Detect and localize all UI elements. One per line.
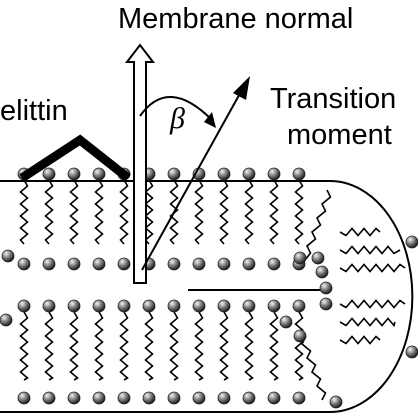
lipid-head — [142, 391, 156, 405]
lipid-head — [1, 249, 15, 263]
lipid-head — [117, 391, 131, 405]
lipid-head — [293, 329, 307, 343]
membrane-normal-arrow — [124, 43, 156, 284]
lipid-tail — [244, 311, 254, 381]
lipid-head — [42, 299, 56, 313]
lipid-head — [319, 297, 333, 311]
lipid-head — [192, 391, 206, 405]
lipid-tail — [339, 317, 396, 328]
lipid-head — [293, 251, 307, 265]
lipid-head — [217, 299, 231, 313]
melittin-peptide — [19, 134, 131, 182]
lipid-tail — [69, 179, 79, 245]
lipid-tail — [69, 311, 79, 381]
lipid-tail — [304, 189, 332, 261]
lipid-tail — [339, 263, 406, 273]
lipid-head — [311, 251, 325, 265]
lipid-tail — [19, 311, 29, 381]
lipid-tail — [294, 311, 304, 381]
lipid-head — [192, 257, 206, 271]
lipid-head — [405, 235, 418, 249]
melittin-label: elittin — [0, 95, 68, 127]
lipid-tail — [44, 311, 54, 381]
lipid-tail — [219, 179, 229, 245]
lipid-head — [192, 299, 206, 313]
lipid-tail — [244, 179, 254, 245]
lipid-head — [167, 299, 181, 313]
lipid-head — [17, 299, 31, 313]
lipid-tail — [299, 329, 327, 401]
lipid-tail — [119, 179, 129, 245]
lipid-head — [267, 167, 281, 181]
transition-moment-arrow — [141, 76, 250, 271]
lipid-head — [142, 299, 156, 313]
lipid-tail — [94, 311, 104, 381]
lipid-tail — [339, 335, 381, 345]
membrane-boundaries — [0, 180, 414, 413]
lipid-head — [117, 257, 131, 271]
lipid-head — [92, 167, 106, 181]
lipid-head — [217, 167, 231, 181]
lipid-head — [292, 391, 306, 405]
lipid-tail — [169, 311, 179, 381]
lipid-head — [292, 299, 306, 313]
lipid-tail — [269, 311, 279, 381]
lipid-head — [17, 391, 31, 405]
lipid-head — [42, 257, 56, 271]
lipid-head — [42, 391, 56, 405]
membrane-normal-label: Membrane normal — [118, 3, 353, 35]
lipid-head — [167, 167, 181, 181]
lipid-head — [242, 257, 256, 271]
beta-angle-arc — [139, 96, 216, 128]
lipid-head — [267, 391, 281, 405]
lipid-heads — [0, 167, 418, 409]
lipid-tail — [194, 311, 204, 381]
lipid-tail — [339, 227, 381, 237]
lipid-head — [42, 167, 56, 181]
lipid-head — [217, 391, 231, 405]
lipid-head — [242, 391, 256, 405]
lipid-head — [17, 257, 31, 271]
lipid-head — [242, 167, 256, 181]
lipid-head — [92, 391, 106, 405]
lipid-head — [292, 167, 306, 181]
lipid-tail — [269, 179, 279, 245]
transition-label-line2: moment — [287, 119, 392, 151]
lipid-head — [267, 299, 281, 313]
lipid-head — [329, 395, 343, 409]
lipid-head — [315, 265, 329, 279]
lipid-tail — [119, 311, 129, 381]
lipid-head — [242, 299, 256, 313]
lipid-head — [167, 257, 181, 271]
toroidal-pore-edge — [329, 180, 414, 413]
lipid-tail — [294, 179, 304, 245]
lipid-tail — [339, 245, 401, 255]
lipid-head — [319, 281, 333, 295]
lipid-head — [167, 391, 181, 405]
lipid-head — [405, 345, 418, 359]
lipid-head — [92, 299, 106, 313]
transition-label-line1: Transition — [270, 83, 396, 115]
lipid-tail — [94, 179, 104, 245]
lipid-head — [67, 391, 81, 405]
beta-angle-label: β — [169, 102, 185, 135]
lipid-tail — [339, 299, 406, 309]
lipid-tail — [44, 179, 54, 245]
lipid-tail — [194, 179, 204, 245]
lipid-head — [0, 313, 13, 327]
lipid-head — [279, 315, 293, 329]
lipid-head — [67, 167, 81, 181]
lipid-tails — [19, 179, 406, 401]
lipid-tail — [219, 311, 229, 381]
lipid-tail — [19, 179, 29, 245]
lipid-head — [117, 299, 131, 313]
lipid-head — [267, 257, 281, 271]
lipid-head — [67, 299, 81, 313]
lipid-tail — [144, 311, 154, 381]
lipid-head — [217, 257, 231, 271]
lipid-head — [92, 257, 106, 271]
lipid-head — [67, 257, 81, 271]
